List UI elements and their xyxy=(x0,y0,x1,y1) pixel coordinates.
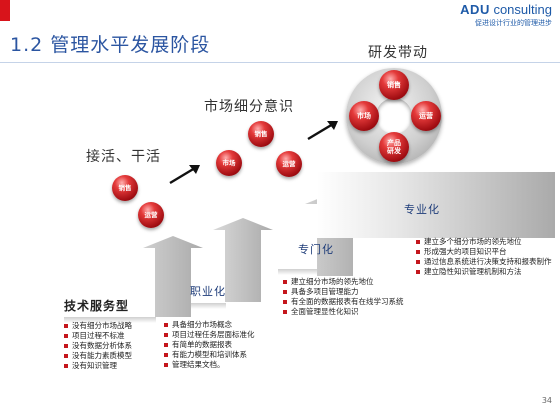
list-item: 有简单的数据报表 xyxy=(164,340,255,350)
page-title: 1.2 管理水平发展阶段 xyxy=(10,34,211,56)
stage-2-ball-market: 市场 xyxy=(216,150,242,176)
stage-1-ball-operations: 运营 xyxy=(138,202,164,228)
logo-tagline: 促进设计行业的管理进步 xyxy=(475,19,552,27)
list-item: 项目过程不标准 xyxy=(64,331,132,341)
stage-3-ball-operations: 运营 xyxy=(411,101,441,131)
step-1-shape xyxy=(55,236,203,317)
list-item: 管理结果文档。 xyxy=(164,360,255,370)
list-item: 建立多个细分市场的领先地位 xyxy=(416,237,554,247)
list-item: 有能力模型和培训体系 xyxy=(164,350,255,360)
list-item: 具备多项目管理能力 xyxy=(283,287,433,297)
stage-1-label: 接活、干活 xyxy=(86,149,161,165)
company-logo: ADU consulting 促进设计行业的管理进步 xyxy=(460,2,552,28)
list-technical-service: 没有细分市场战略 项目过程不标准 没有数据分析体系 没有能力素质模型 没有知识管… xyxy=(64,321,132,371)
step-1-shadow xyxy=(64,317,156,323)
list-item: 通过信息系统进行决策支持和报表制作 xyxy=(416,257,554,267)
cycle-ring-center xyxy=(376,98,412,134)
list-item: 建立隐性知识管理机制和方法 xyxy=(416,267,554,277)
stage-3-ball-sales: 销售 xyxy=(379,70,409,100)
step-1-label: 技术服务型 xyxy=(64,299,130,313)
list-item: 全面管理显性化知识 xyxy=(283,307,433,317)
arrow-right-icon xyxy=(169,165,200,185)
list-expertise: 建立多个细分市场的领先地位 形成强大的项目知识平台 通过信息系统进行决策支持和报… xyxy=(416,237,554,277)
list-item: 没有细分市场战略 xyxy=(64,321,132,331)
step-3-shadow xyxy=(278,269,328,275)
step-2-shape xyxy=(155,218,273,302)
arrow-right-icon xyxy=(307,121,338,141)
page-number: 34 xyxy=(541,396,552,405)
stage-2-ball-operations: 运营 xyxy=(276,151,302,177)
step-2-label: 职业化 xyxy=(190,285,226,298)
stage-3-label: 研发带动 xyxy=(368,45,428,61)
list-item: 具备细分市场概念 xyxy=(164,320,255,330)
list-specialization: 建立细分市场的领先地位 具备多项目管理能力 有全面的数据报表有在线学习系统 全面… xyxy=(283,277,433,317)
stage-1-ball-sales: 销售 xyxy=(112,175,138,201)
list-item: 没有数据分析体系 xyxy=(64,341,132,351)
staircase-graphic xyxy=(55,172,555,317)
ball-text-rd: 研发 xyxy=(387,147,401,155)
logo-brand: ADU consulting xyxy=(460,2,552,17)
step-3-label: 专门化 xyxy=(298,243,334,256)
step-4-shape xyxy=(317,172,555,238)
stage-2-label: 市场细分意识 xyxy=(204,99,294,115)
list-item: 没有能力素质模型 xyxy=(64,351,132,361)
list-item: 有全面的数据报表有在线学习系统 xyxy=(283,297,433,307)
list-item: 项目过程任务层面标准化 xyxy=(164,330,255,340)
stage-3-ball-market: 市场 xyxy=(349,101,379,131)
list-item: 形成强大的项目知识平台 xyxy=(416,247,554,257)
stage-3-ball-product-rd: 产品 研发 xyxy=(379,132,409,162)
list-professionalization: 具备细分市场概念 项目过程任务层面标准化 有简单的数据报表 有能力模型和培训体系… xyxy=(164,320,255,370)
stage-2-ball-sales: 销售 xyxy=(248,121,274,147)
step-4-label: 专业化 xyxy=(404,203,440,216)
title-divider xyxy=(0,62,560,63)
list-item: 建立细分市场的领先地位 xyxy=(283,277,433,287)
header-accent-bar xyxy=(0,0,10,21)
list-item: 没有知识管理 xyxy=(64,361,132,371)
ball-text-product: 产品 xyxy=(387,138,401,147)
